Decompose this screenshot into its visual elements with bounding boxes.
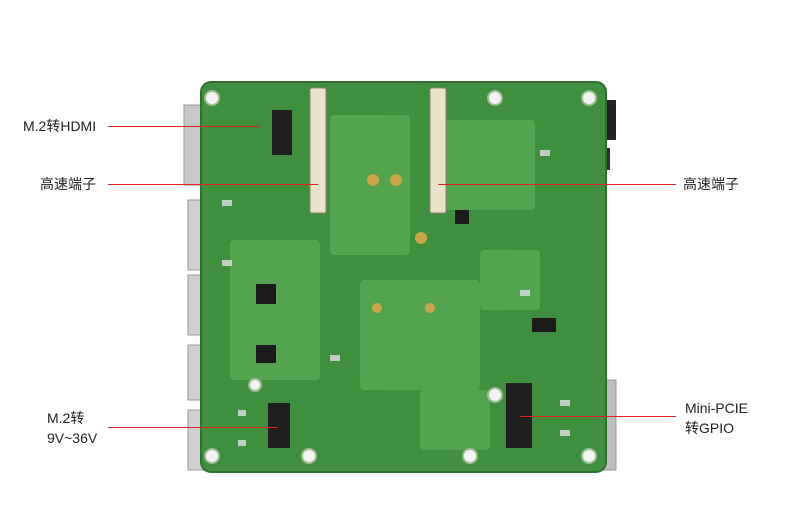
label-m2-hdmi: M.2转HDMI [23, 118, 97, 134]
gold-pads [367, 174, 435, 313]
label-m2-power-line2: 9V~36V [47, 430, 98, 446]
small-components [222, 150, 570, 446]
callout-line-high-speed-left [108, 184, 318, 185]
label-m2-power-line1: M.2转 [47, 410, 85, 426]
label-high-speed-right: 高速端子 [683, 176, 739, 192]
label-mini-pcie-line1: Mini-PCIE [685, 400, 749, 416]
mounting-holes [204, 90, 597, 464]
m2-slots [268, 110, 532, 448]
label-mini-pcie-line2: 转GPIO [685, 420, 735, 436]
ics [256, 210, 556, 363]
label-high-speed-left: 高速端子 [40, 176, 96, 192]
callout-line-mini-pcie [520, 416, 676, 417]
high-speed-connectors [309, 87, 447, 214]
callout-line-m2-hdmi [108, 126, 260, 127]
callout-line-high-speed-right [438, 184, 676, 185]
callout-line-m2-power [108, 427, 278, 428]
